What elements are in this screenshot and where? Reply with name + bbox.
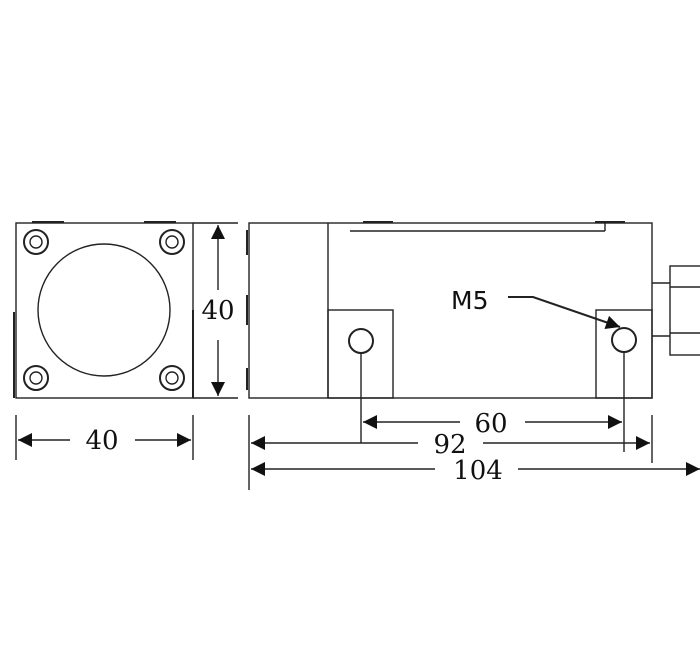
front-view: 40 40 (13, 221, 238, 460)
sensing-face-circle (37, 243, 171, 377)
front-face-outline (15, 222, 194, 399)
connector (652, 265, 700, 356)
hole-spacing-label: 60 (474, 409, 507, 439)
mounting-hole (611, 327, 637, 353)
thread-label: M5 (451, 286, 488, 315)
body-length-label: 92 (433, 430, 466, 460)
total-length-label: 104 (453, 456, 503, 486)
screw-icon (23, 229, 185, 391)
height-dimension-label: 40 (201, 296, 234, 326)
width-dimension-label: 40 (85, 426, 118, 456)
side-view: M5 60 92 104 (246, 221, 700, 490)
mounting-hole (348, 328, 374, 354)
